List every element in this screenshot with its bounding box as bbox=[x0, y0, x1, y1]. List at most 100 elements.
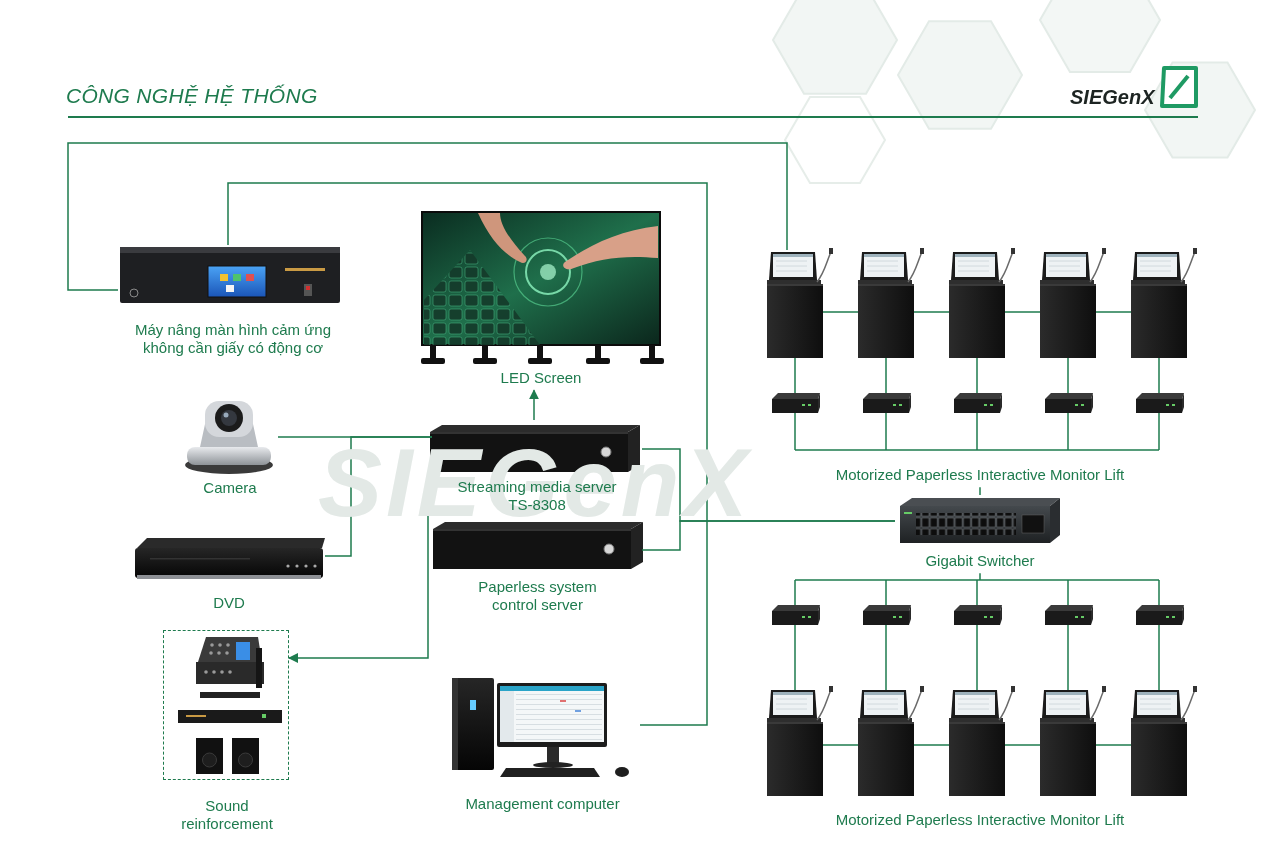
illustration-part bbox=[304, 284, 312, 296]
illustration-part bbox=[205, 401, 253, 437]
illustration-part bbox=[137, 575, 321, 579]
page-title: CÔNG NGHỆ HỆ THỐNG bbox=[66, 84, 318, 108]
illustration-part bbox=[1158, 358, 1160, 393]
illustration-part bbox=[540, 264, 556, 280]
illustration-part bbox=[1040, 0, 1160, 72]
illustration-part bbox=[256, 648, 262, 688]
illustration-part bbox=[470, 700, 476, 710]
illustration-part bbox=[794, 580, 796, 605]
illustration-part bbox=[1170, 76, 1188, 98]
illustration-part bbox=[1162, 68, 1196, 106]
illustration-part bbox=[767, 248, 833, 358]
illustration-part bbox=[615, 767, 629, 777]
device-caption: Motorized Paperless Interactive Monitor … bbox=[770, 811, 1190, 829]
gigabit-switch bbox=[900, 498, 1060, 543]
illustration-part bbox=[1040, 686, 1106, 796]
monitor-lift-group: Motorized Paperless Interactive Monitor … bbox=[760, 250, 1200, 487]
illustration-part bbox=[1067, 580, 1069, 605]
illustration-part bbox=[516, 694, 602, 740]
title-rule bbox=[68, 116, 1198, 118]
illustration-part bbox=[500, 686, 604, 691]
illustration-part bbox=[295, 564, 298, 567]
illustration-part bbox=[421, 345, 664, 364]
illustration-part bbox=[954, 393, 1002, 413]
illustration-part bbox=[649, 345, 655, 360]
illustration-part bbox=[500, 768, 600, 777]
illustration-part bbox=[500, 691, 514, 742]
device-caption: Paperless system control server bbox=[463, 578, 613, 615]
monitor-lifts-top bbox=[767, 248, 1197, 413]
connector-line bbox=[68, 143, 787, 290]
illustration-part bbox=[898, 21, 1022, 128]
led-screen bbox=[421, 212, 664, 364]
illustration-part bbox=[236, 642, 250, 660]
illustration-part bbox=[178, 710, 282, 723]
illustration-part bbox=[233, 274, 241, 281]
led-screen-node: LED Screen bbox=[415, 208, 667, 390]
illustration-part bbox=[246, 274, 254, 281]
illustration-part bbox=[885, 580, 887, 605]
illustration-part bbox=[208, 266, 266, 297]
illustration-part bbox=[885, 358, 887, 393]
illustration-part bbox=[212, 670, 216, 674]
illustration-part bbox=[500, 686, 604, 742]
header-hexagons bbox=[773, 0, 1255, 183]
illustration-part bbox=[198, 637, 262, 662]
device-caption: Gigabit Switcher bbox=[900, 552, 1060, 570]
illustration-part bbox=[1040, 248, 1106, 358]
illustration-part bbox=[210, 643, 214, 647]
illustration-part bbox=[218, 643, 222, 647]
dvd-node: DVD bbox=[133, 530, 325, 615]
illustration-part bbox=[1131, 248, 1197, 358]
illustration-part bbox=[137, 538, 325, 548]
illustration-part bbox=[586, 358, 610, 364]
monitor-lifts-bottom bbox=[767, 605, 1197, 796]
device-caption: Motorized Paperless Interactive Monitor … bbox=[770, 466, 1190, 484]
device-caption: Sound reinforcement bbox=[167, 797, 287, 834]
device-caption: Máy nâng màn hình cảm ứng không cần giấy… bbox=[133, 321, 333, 358]
logo-icon bbox=[1162, 68, 1196, 106]
illustration-part bbox=[1045, 605, 1093, 625]
illustration-part bbox=[795, 449, 1159, 451]
illustration-part bbox=[1158, 625, 1160, 690]
connector-line bbox=[979, 487, 981, 495]
connector-line bbox=[533, 390, 535, 420]
illustration-part bbox=[1136, 605, 1184, 625]
illustration-part bbox=[885, 625, 887, 690]
device-caption: LED Screen bbox=[441, 369, 641, 387]
illustration-part bbox=[225, 651, 229, 655]
illustration-part bbox=[640, 358, 664, 364]
illustration-part bbox=[239, 753, 253, 767]
device-caption: DVD bbox=[154, 594, 304, 612]
illustration-part bbox=[120, 247, 340, 253]
illustration-part bbox=[1145, 62, 1255, 157]
logo-text: SIEGenX bbox=[1070, 86, 1154, 109]
illustration-part bbox=[900, 506, 1050, 543]
illustration-part bbox=[528, 358, 552, 364]
illustration-part bbox=[904, 512, 912, 514]
touchscreen-rack-unit bbox=[120, 247, 340, 303]
sound-group-box: Sound reinforcement bbox=[163, 630, 289, 780]
management-computer bbox=[452, 678, 629, 777]
server-node: Streaming media server TS-8308 bbox=[432, 420, 642, 518]
illustration-part bbox=[306, 286, 310, 290]
illustration-part bbox=[560, 700, 566, 702]
illustration-part bbox=[204, 670, 208, 674]
illustration-part bbox=[794, 625, 796, 690]
illustration-part bbox=[1158, 580, 1160, 605]
illustration-part bbox=[203, 753, 217, 767]
computer-node: Management computer bbox=[445, 675, 640, 816]
illustration-part bbox=[976, 580, 978, 605]
illustration-part bbox=[575, 710, 581, 712]
illustration-part bbox=[772, 393, 820, 413]
illustration-part bbox=[863, 605, 911, 625]
illustration-part bbox=[1158, 413, 1160, 450]
illustration-part bbox=[1136, 393, 1184, 413]
illustration-part bbox=[563, 226, 658, 269]
illustration-part bbox=[1022, 515, 1044, 533]
illustration-part bbox=[150, 558, 250, 560]
switch-node: Gigabit Switcher bbox=[895, 495, 1065, 573]
server-node: Paperless system control server bbox=[433, 519, 642, 618]
illustration-part bbox=[215, 404, 243, 432]
